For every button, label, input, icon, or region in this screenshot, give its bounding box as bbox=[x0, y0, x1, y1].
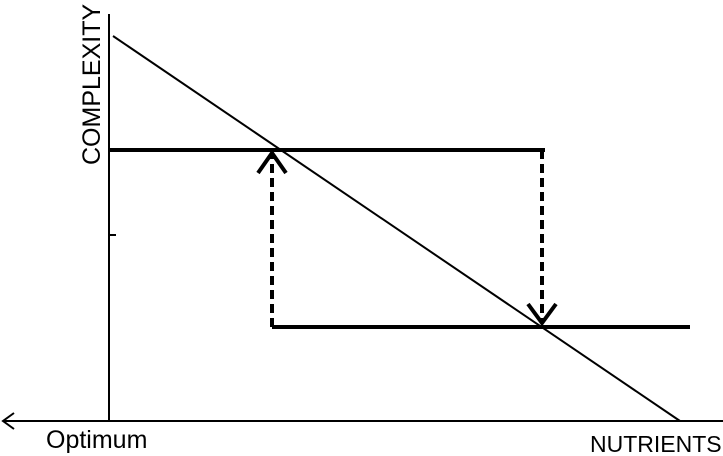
y-axis-label: COMPLEXITY bbox=[78, 4, 106, 165]
diagonal-line bbox=[112, 35, 681, 422]
up-arrowhead bbox=[256, 149, 288, 175]
x-origin-label: Optimum bbox=[46, 426, 147, 454]
down-arrowhead bbox=[526, 302, 558, 327]
x-axis-arrowhead bbox=[1, 412, 15, 430]
x-axis-label: NUTRIENTS bbox=[590, 431, 722, 456]
